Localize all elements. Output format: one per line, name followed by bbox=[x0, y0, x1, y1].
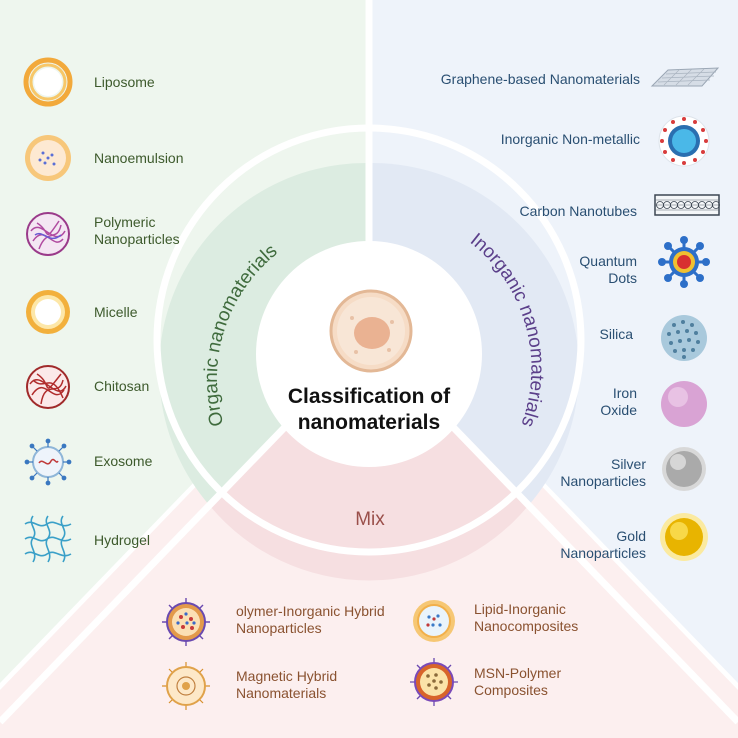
inorganic-label-quantum-dots: Quantum Dots bbox=[579, 253, 637, 286]
silver-sphere-icon bbox=[662, 447, 706, 491]
organic-label-chitosan: Chitosan bbox=[94, 378, 150, 394]
organic-label-micelle: Micelle bbox=[94, 304, 138, 320]
mix-label-magnetic-hybrid: Magnetic Hybrid Nanomaterials bbox=[236, 668, 338, 701]
hydrogel-icon bbox=[24, 515, 72, 563]
chitosan-icon bbox=[26, 365, 70, 409]
inorganic-label-nonmetallic: Inorganic Non-metallic bbox=[500, 131, 640, 147]
organic-label-nanoemulsion: Nanoemulsion bbox=[94, 150, 184, 166]
mix-label-polymer-inorganic: olymer-Inorganic Hybrid Nanoparticles bbox=[236, 603, 385, 636]
silica-sphere-icon bbox=[661, 315, 707, 361]
carbon-nanotube-icon bbox=[654, 194, 720, 216]
inorganic-label-gold: Gold Nanoparticles bbox=[560, 528, 646, 561]
lipid-inorganic-icon bbox=[413, 600, 455, 642]
gold-sphere-icon bbox=[660, 513, 708, 561]
organic-label-polymeric-nanoparticles: Polymeric Nanoparticles bbox=[94, 214, 180, 247]
mix-label-lipid-inorganic: Lipid-Inorganic Nanocomposites bbox=[474, 601, 579, 634]
organic-label-hydrogel: Hydrogel bbox=[94, 532, 151, 548]
msn-polymer-icon bbox=[410, 658, 458, 706]
inorganic-label-carbon-nanotubes: Carbon Nanotubes bbox=[519, 203, 637, 219]
inorganic-nonmetallic-icon bbox=[658, 115, 710, 167]
mix-ring-label: Mix bbox=[355, 509, 385, 530]
liposome-icon bbox=[23, 57, 73, 107]
inorganic-label-iron-oxide: Iron Oxide bbox=[600, 385, 637, 418]
inorganic-label-silver: Silver Nanoparticles bbox=[560, 456, 646, 489]
organic-label-exosome: Exosome bbox=[94, 453, 153, 469]
mix-label-msn-polymer: MSN-Polymer Composites bbox=[474, 665, 562, 698]
polymer-inorganic-hybrid-icon bbox=[162, 598, 210, 646]
micelle-icon bbox=[26, 290, 70, 334]
inorganic-label-silica: Silica bbox=[599, 326, 633, 342]
polymeric-nanoparticle-icon bbox=[26, 212, 70, 256]
iron-oxide-sphere-icon bbox=[661, 381, 707, 427]
nanoparticle-cell-icon bbox=[329, 289, 413, 373]
exosome-icon bbox=[24, 438, 72, 486]
organic-label-liposome: Liposome bbox=[94, 74, 155, 90]
quantum-dot-icon bbox=[658, 236, 710, 288]
inorganic-label-graphene: Graphene-based Nanomaterials bbox=[440, 71, 640, 87]
nanoemulsion-icon bbox=[25, 135, 71, 181]
graphene-sheet-icon bbox=[650, 67, 720, 87]
magnetic-hybrid-icon bbox=[162, 662, 210, 710]
